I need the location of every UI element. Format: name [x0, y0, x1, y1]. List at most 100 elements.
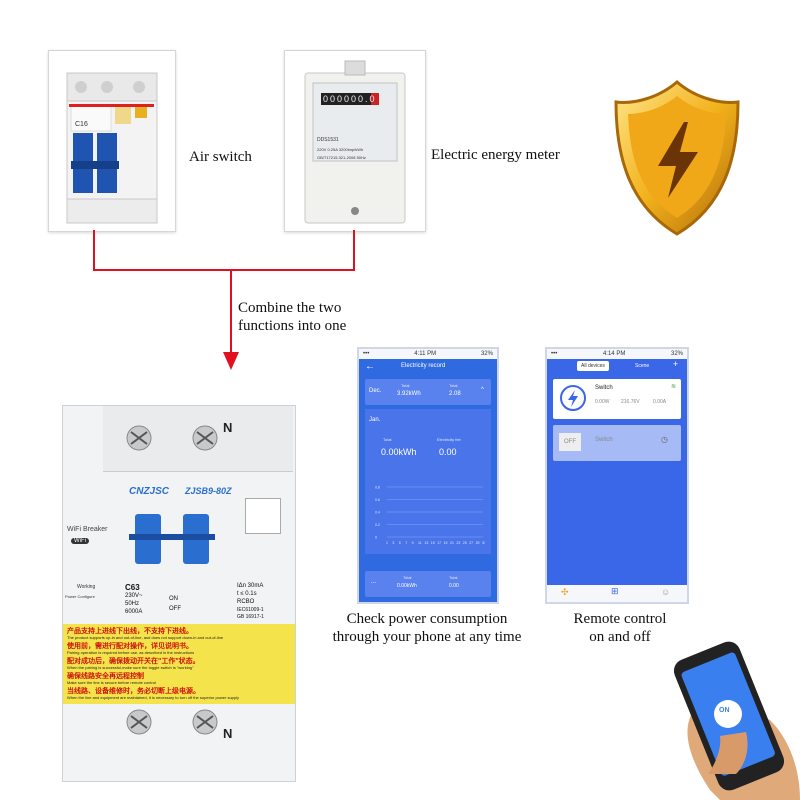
status-battery: 32% — [670, 351, 683, 357]
total2-value-bottom: 0.00 — [449, 583, 459, 589]
arrow-caption-2: functions into one — [238, 318, 347, 334]
total2-label: Total — [449, 383, 458, 388]
device-card-switch-2[interactable]: OFF Switch ◷ — [553, 425, 681, 461]
off-badge: OFF — [559, 433, 581, 451]
meter-std: GB/T17215.321-2008 50Hz — [317, 155, 366, 160]
device-current: 0.00A — [653, 399, 667, 405]
breaker-voltage: 230V~ — [125, 593, 143, 599]
breaker-model: ZJSB9-80Z — [185, 486, 232, 496]
warning-en-2: Pairing operation is required before use… — [67, 650, 195, 655]
device-voltage: 216.76V — [621, 399, 640, 405]
total-label-bottom: Total — [403, 575, 412, 580]
warning-en-3: When the pairing is successful,make sure… — [67, 665, 194, 670]
home-icon[interactable]: ✣ — [561, 587, 569, 597]
chart-svg: 0.80.60.40.20135791113151719212325272931 — [375, 486, 486, 546]
warning-en-1: The product supports up-in and out-of-li… — [67, 635, 224, 640]
status-time: 4:11 PM — [414, 351, 437, 357]
total2-label-bottom: Total — [449, 575, 458, 580]
air-switch-caption: Air switch — [189, 149, 252, 165]
screw-icon — [126, 709, 152, 735]
chevron-up-icon: ^ — [481, 387, 484, 393]
device-name-2: Switch — [595, 437, 613, 443]
chart-y-tick: 0.6 — [375, 498, 380, 502]
wire-horizontal — [93, 269, 355, 271]
chart-x-tick: 11 — [418, 541, 422, 545]
wire-left-down — [93, 230, 95, 270]
total-value-bottom: 0.00kWh — [397, 583, 417, 589]
energy-meter-card: 000000.0 DDS1531 220V 0.25A 3200imp/kWh … — [284, 50, 426, 232]
caption-left-2: through your phone at any time — [332, 629, 522, 645]
month-label-jan: Jan. — [369, 417, 381, 423]
month-label-bottom: ... — [371, 579, 377, 585]
wire-right-down — [353, 230, 355, 270]
month-label: Dec. — [369, 388, 382, 394]
month-panel-jan: Jan. Total 0.00kWh Electricity fee 0.00 … — [365, 409, 491, 554]
breaker-brand: CNZJSC — [129, 486, 170, 497]
breaker-time: t ≤ 0.1s — [237, 591, 257, 597]
breaker-off-label: OFF — [169, 606, 181, 612]
month-row-bottom[interactable]: ... Total 0.00kWh Total 0.00 — [365, 571, 491, 597]
chart-x-tick: 27 — [469, 541, 473, 545]
back-arrow-icon[interactable]: ← — [365, 361, 375, 372]
shield-icon — [614, 80, 740, 236]
chart-x-tick: 9 — [412, 541, 414, 545]
toggle-bar — [129, 534, 215, 540]
air-switch-image — [66, 72, 158, 224]
chart-x-tick: 17 — [437, 541, 441, 545]
chart-x-tick: 1 — [386, 541, 388, 545]
add-icon[interactable]: ⊞ — [611, 586, 619, 596]
total-value-jan: 0.00kWh — [381, 447, 417, 457]
chart-x-tick: 7 — [405, 541, 407, 545]
total-label: Total — [401, 383, 410, 388]
tab-all-devices[interactable]: All devices — [577, 361, 609, 371]
chart-x-tick: 29 — [476, 541, 480, 545]
month-row-dec[interactable]: Dec. Total 3.92kWh Total 2.08 ^ — [365, 379, 491, 405]
meter-model: DDS1531 — [317, 137, 339, 143]
breaker-breaking: 6000A — [125, 609, 143, 615]
add-device-icon[interactable]: + — [673, 359, 679, 369]
warning-cn-2: 使用前，需进行配对操作，详见说明书。 — [67, 643, 193, 650]
timer-icon[interactable]: ◷ — [661, 435, 668, 444]
total-value: 3.92kWh — [397, 391, 421, 397]
warning-panel: 产品支持上进线下出线，不支持下进线。 The product supports … — [63, 624, 295, 704]
meter-caption: Electric energy meter — [431, 147, 560, 163]
chart-x-tick: 31 — [482, 541, 485, 545]
working-label: Working — [77, 584, 96, 590]
warning-en-4: Make sure the line is secure before remo… — [67, 680, 156, 685]
chart-x-tick: 21 — [450, 541, 454, 545]
arrow-down-icon — [223, 352, 239, 370]
chart-x-tick: 13 — [424, 541, 428, 545]
breaker-std1: IEC61009-1 — [237, 607, 264, 613]
breaker-rating: C63 — [125, 583, 140, 592]
tab-scene[interactable]: Scene — [635, 363, 650, 369]
breaker-type: RCBO — [237, 599, 255, 605]
status-time: 4:14 PM — [602, 351, 626, 357]
profile-icon[interactable]: ☺ — [661, 587, 671, 597]
hand-phone-image — [673, 641, 800, 800]
wire-center-down — [230, 269, 232, 354]
warning-cn-5: 当线路、设备维修时，务必切断上级电源。 — [67, 688, 200, 695]
air-switch-card: C16 — [48, 50, 176, 232]
terminal-n-top: N — [223, 420, 233, 435]
energy-meter-image — [304, 60, 406, 224]
total-label-jan: Total — [383, 437, 392, 442]
chart-x-tick: 15 — [431, 541, 435, 545]
air-switch-rating: C16 — [75, 121, 88, 128]
breaker-std2: GB 16917-1 — [237, 614, 264, 620]
meter-display: 000000.0 — [323, 94, 377, 104]
screw-icon — [192, 709, 218, 735]
hand-phone-on-button: ON — [719, 707, 730, 714]
warning-cn-3: 配对成功后，确保拨动开关在"工作"状态。 — [67, 658, 200, 665]
device-card-switch[interactable]: Switch 0.00W 216.76V 0.00A ≋ — [553, 379, 681, 419]
caption-right-2: on and off — [589, 629, 651, 645]
fee-value: 0.00 — [439, 447, 457, 457]
wifi-breaker: N CNZJSC ZJSB9-80Z WiFi Breaker WiFi Wor… — [62, 405, 296, 782]
chart-y-tick: 0.2 — [375, 523, 380, 527]
screw-icon — [126, 425, 152, 451]
chart-y-tick: 0 — [375, 536, 377, 540]
chart-y-tick: 0.8 — [375, 486, 380, 490]
test-button[interactable] — [245, 498, 281, 534]
bottom-nav: ✣ ⊞ ☺ — [547, 585, 687, 602]
